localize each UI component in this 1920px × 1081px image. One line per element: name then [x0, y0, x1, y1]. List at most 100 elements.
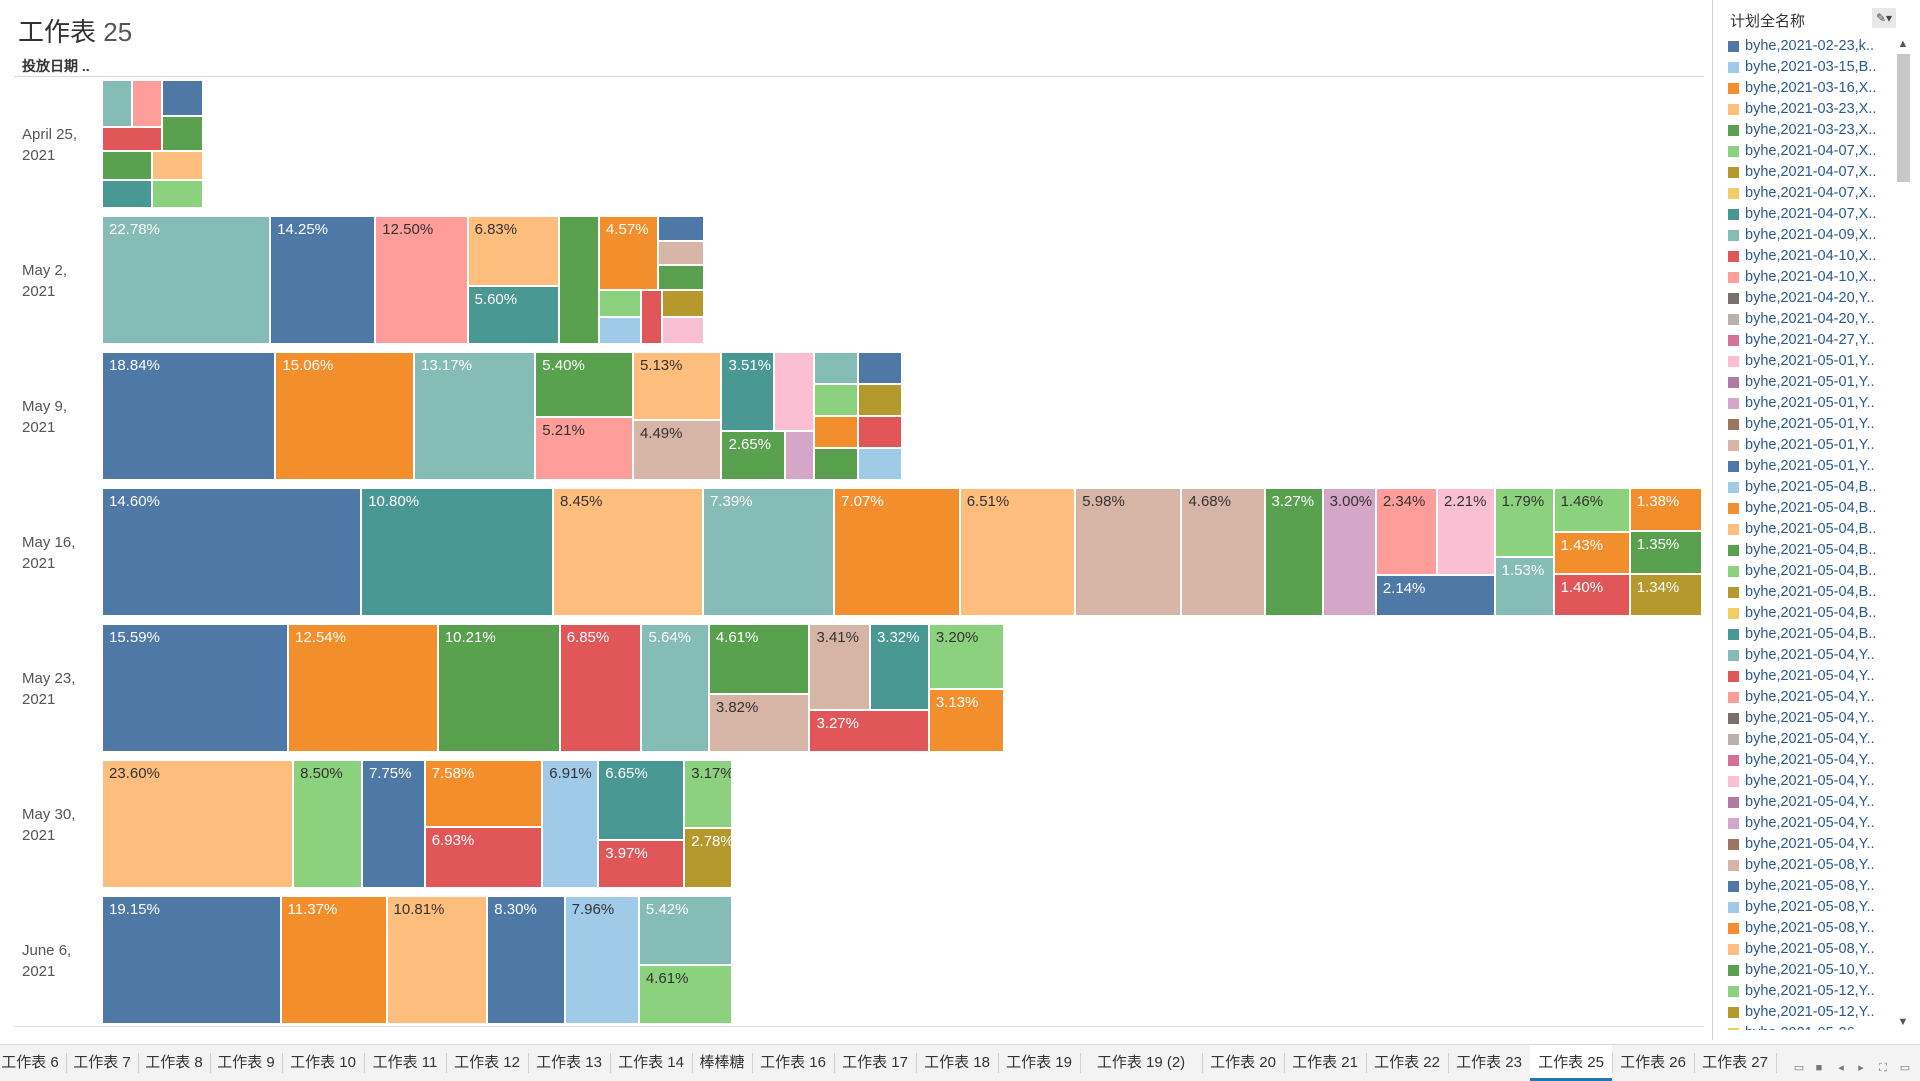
sheet-tab[interactable]: 工作表 17: [842, 1054, 908, 1071]
legend-item[interactable]: byhe,2021-05-04,Y..: [1726, 666, 1896, 686]
treemap-tile[interactable]: 5.13%: [632, 352, 722, 421]
legend-item[interactable]: byhe,2021-04-07,X..: [1726, 141, 1896, 161]
treemap-tile[interactable]: 1.53%: [1494, 557, 1554, 616]
treemap-tile[interactable]: [657, 216, 704, 241]
sheet-tab[interactable]: 工作表 27: [1702, 1054, 1768, 1071]
treemap-tile[interactable]: 3.00%: [1322, 488, 1376, 616]
treemap-tile[interactable]: 3.13%: [928, 688, 1005, 752]
treemap-tile[interactable]: 3.97%: [598, 840, 685, 888]
treemap-tile[interactable]: 6.65%: [598, 760, 685, 841]
treemap-tile[interactable]: 11.37%: [280, 896, 387, 1024]
treemap-tile[interactable]: 1.43%: [1553, 531, 1630, 575]
treemap-tile[interactable]: 5.40%: [535, 352, 633, 418]
treemap-tile[interactable]: [661, 289, 704, 317]
treemap-tile[interactable]: [657, 240, 704, 266]
treemap-tile[interactable]: 5.64%: [641, 624, 709, 752]
sheet-tab[interactable]: 工作表 12: [454, 1054, 520, 1071]
legend-item[interactable]: byhe,2021-05-08,Y..: [1726, 939, 1896, 959]
treemap-tile[interactable]: [102, 179, 153, 208]
sheet-tab[interactable]: 工作表 6: [1, 1054, 59, 1071]
treemap-tile[interactable]: 14.60%: [102, 488, 362, 616]
treemap-tile[interactable]: 2.65%: [721, 430, 785, 480]
treemap-tile[interactable]: 5.60%: [467, 286, 560, 344]
legend-item[interactable]: byhe,2021-05-01,Y..: [1726, 351, 1896, 371]
legend-item[interactable]: byhe,2021-05-01,Y..: [1726, 372, 1896, 392]
treemap-tile[interactable]: [640, 289, 662, 344]
legend-item[interactable]: byhe,2021-05-04,Y..: [1726, 813, 1896, 833]
treemap-tile[interactable]: 6.83%: [467, 216, 560, 287]
treemap-tile[interactable]: 7.58%: [424, 760, 543, 827]
treemap-tile[interactable]: 6.91%: [542, 760, 599, 888]
treemap-tile[interactable]: [773, 352, 814, 431]
legend-item[interactable]: byhe,2021-05-04,B..: [1726, 519, 1896, 539]
sheet-tab[interactable]: 工作表 7: [73, 1054, 131, 1071]
treemap-tile[interactable]: 8.45%: [552, 488, 703, 616]
treemap-tile[interactable]: 6.93%: [424, 826, 543, 888]
treemap-tile[interactable]: [813, 352, 858, 384]
legend-item[interactable]: byhe,2021-04-07,X..: [1726, 162, 1896, 182]
treemap-tile[interactable]: 7.39%: [702, 488, 835, 616]
legend-item[interactable]: byhe,2021-04-27,Y..: [1726, 330, 1896, 350]
legend-item[interactable]: byhe,2021-04-10,X..: [1726, 267, 1896, 287]
sheet-tab[interactable]: 工作表 14: [618, 1054, 684, 1071]
treemap-tile[interactable]: 6.85%: [559, 624, 642, 752]
legend-item[interactable]: byhe,2021-05-04,B..: [1726, 603, 1896, 623]
treemap-tile[interactable]: 22.78%: [102, 216, 271, 344]
treemap-tile[interactable]: 5.98%: [1075, 488, 1182, 616]
treemap-tile[interactable]: 5.42%: [638, 896, 733, 966]
treemap-tile[interactable]: [162, 80, 203, 116]
fullscreen-icon[interactable]: ⛶: [1879, 1062, 1887, 1074]
treemap-tile[interactable]: [813, 416, 858, 448]
treemap-tile[interactable]: 4.61%: [638, 965, 733, 1024]
legend-item[interactable]: byhe,2021-05-04,B..: [1726, 561, 1896, 581]
treemap-tile[interactable]: 3.41%: [809, 624, 870, 711]
legend-item[interactable]: byhe,2021-05-04,Y..: [1726, 750, 1896, 770]
treemap-tile[interactable]: [661, 316, 704, 344]
treemap-tile[interactable]: 1.46%: [1553, 488, 1630, 532]
legend-item[interactable]: byhe,2021-03-15,B..: [1726, 57, 1896, 77]
legend-item[interactable]: byhe,2021-05-04,Y..: [1726, 729, 1896, 749]
scrollbar-thumb[interactable]: [1897, 54, 1910, 182]
sheet-tab[interactable]: 工作表 26: [1620, 1054, 1686, 1071]
sheet-tab[interactable]: 工作表 19 (2): [1096, 1054, 1186, 1071]
treemap-tile[interactable]: 15.06%: [275, 352, 415, 480]
treemap-tile[interactable]: 19.15%: [102, 896, 281, 1024]
treemap-tile[interactable]: 1.34%: [1629, 573, 1702, 616]
treemap-tile[interactable]: [599, 289, 641, 317]
treemap-tile[interactable]: 7.96%: [564, 896, 639, 1024]
treemap-tile[interactable]: 12.50%: [375, 216, 468, 344]
scroll-down-icon[interactable]: ▼: [1897, 1016, 1909, 1028]
treemap-tile[interactable]: [813, 384, 858, 416]
legend-item[interactable]: byhe,2021-03-16,X..: [1726, 78, 1896, 98]
legend-highlight-button[interactable]: ✎▾: [1872, 8, 1896, 28]
legend-item[interactable]: byhe,2021-05-04,B..: [1726, 582, 1896, 602]
sheet-tab[interactable]: 工作表 10: [290, 1054, 356, 1071]
legend-item[interactable]: byhe,2021-02-23,k..: [1726, 36, 1896, 56]
legend-item[interactable]: byhe,2021-05-08,Y..: [1726, 876, 1896, 896]
treemap-tile[interactable]: 14.25%: [270, 216, 376, 344]
treemap-tile[interactable]: 3.51%: [721, 352, 774, 431]
treemap-tile[interactable]: 3.82%: [708, 693, 810, 752]
legend-item[interactable]: byhe,2021-04-10,X..: [1726, 246, 1896, 266]
treemap-tile[interactable]: 2.21%: [1436, 488, 1495, 576]
treemap-tile[interactable]: 13.17%: [414, 352, 536, 480]
treemap-tile[interactable]: 3.32%: [869, 624, 929, 711]
legend-item[interactable]: byhe,2021-05-08,Y..: [1726, 897, 1896, 917]
sheet-tab[interactable]: 工作表 16: [760, 1054, 826, 1071]
treemap-tile[interactable]: 23.60%: [102, 760, 294, 888]
sheet-tab[interactable]: 工作表 20: [1210, 1054, 1276, 1071]
treemap-tile[interactable]: 5.21%: [535, 417, 633, 480]
legend-item[interactable]: byhe,2021-04-20,Y..: [1726, 309, 1896, 329]
sheet-tab[interactable]: 工作表 22: [1374, 1054, 1440, 1071]
treemap-tile[interactable]: [102, 151, 153, 180]
treemap-tile[interactable]: 3.27%: [1264, 488, 1323, 616]
legend-item[interactable]: byhe,2021-04-07,X..: [1726, 183, 1896, 203]
sheet-tab[interactable]: 工作表 21: [1292, 1054, 1358, 1071]
legend-item[interactable]: byhe,2021-05-26,...: [1726, 1023, 1896, 1030]
treemap-tile[interactable]: 2.14%: [1375, 575, 1495, 616]
treemap-tile[interactable]: [152, 151, 203, 180]
legend-item[interactable]: byhe,2021-05-08,Y..: [1726, 918, 1896, 938]
treemap-tile[interactable]: [102, 80, 133, 128]
scroll-up-icon[interactable]: ▲: [1897, 38, 1909, 50]
treemap-tile[interactable]: [132, 80, 163, 128]
